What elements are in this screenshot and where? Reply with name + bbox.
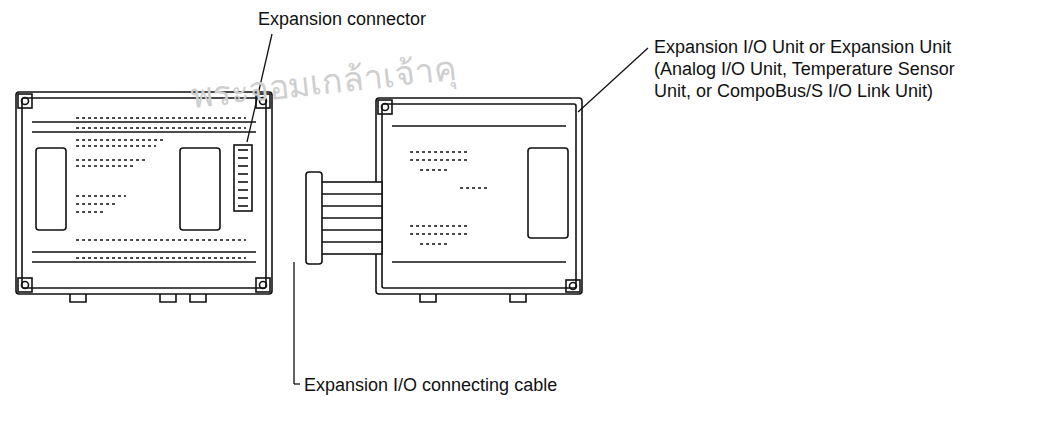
unit-indicators [410, 152, 490, 244]
connecting-cable [306, 172, 382, 264]
watermark: พระจอมเกล้าเจ้าคุ [189, 48, 459, 116]
part-label: Expansion I/O connecting cable [304, 374, 557, 396]
leader-line [578, 48, 648, 112]
leader-line [294, 383, 300, 384]
cpu-unit [16, 92, 272, 302]
expansion-unit [376, 98, 582, 302]
part-label: Expansion connector [258, 8, 426, 30]
part-label: Expansion I/O Unit or Expansion Unit (An… [654, 36, 989, 102]
cpu-indicators [76, 118, 246, 258]
leader-line [293, 262, 294, 384]
